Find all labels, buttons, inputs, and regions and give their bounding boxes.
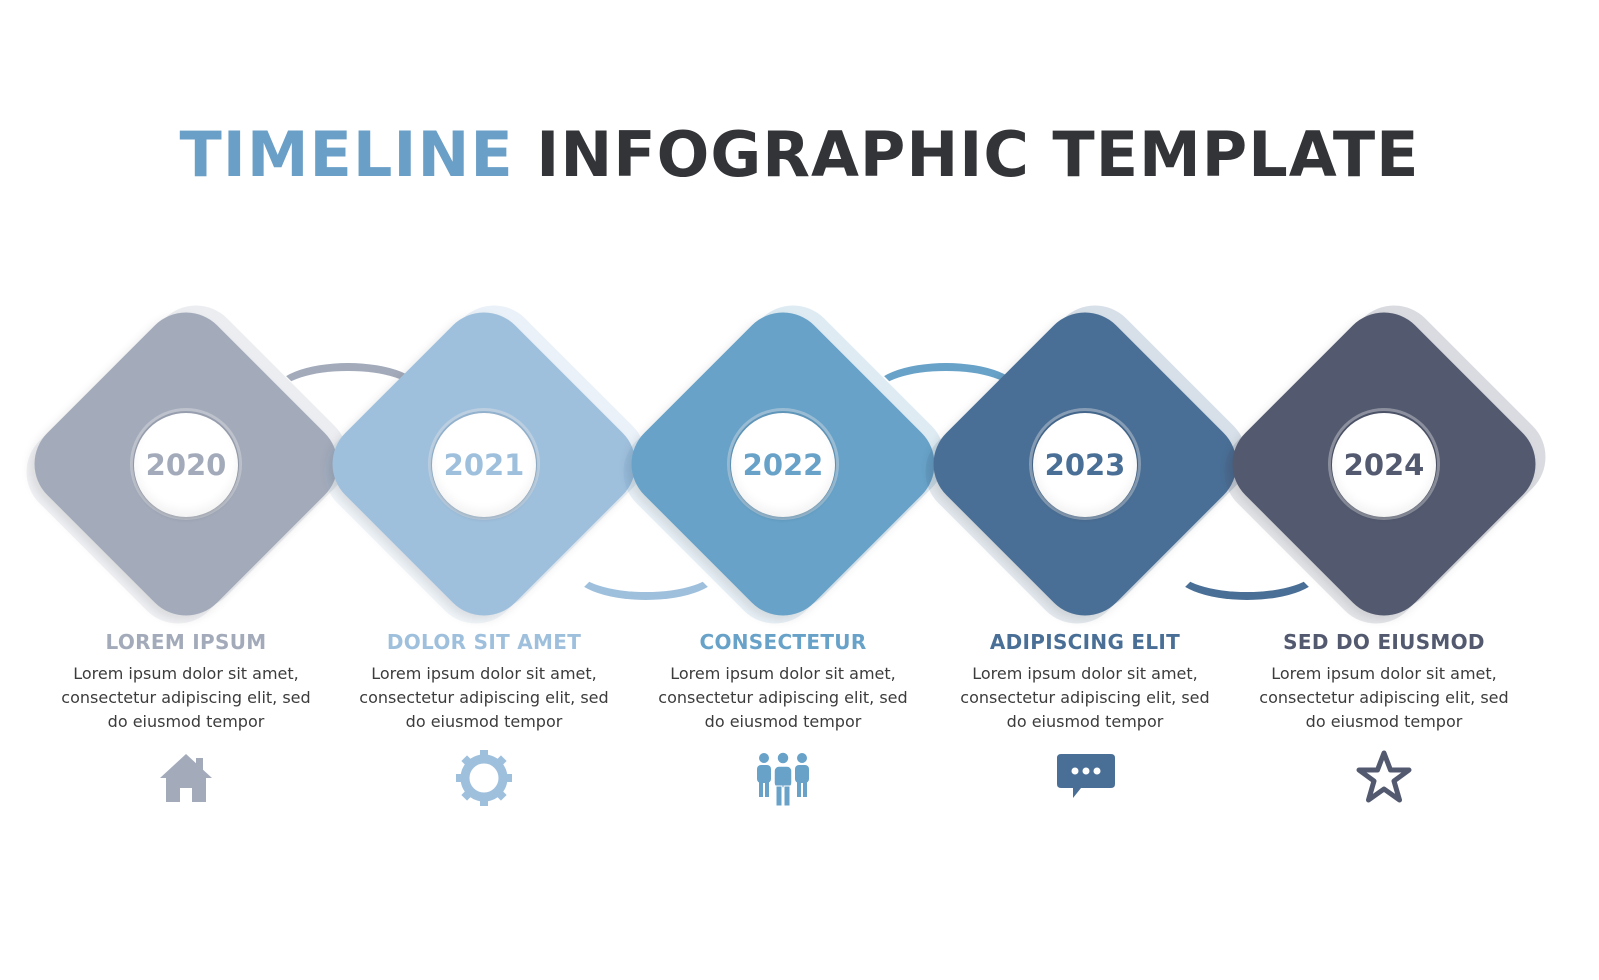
step-heading: ADIPISCING ELIT [989,630,1181,654]
timeline-step-2021: 2021 DOLOR SIT AMET Lorem ipsum dolor si… [306,287,664,860]
year-label: 2022 [731,413,835,517]
description-line: consectetur adipiscing elit, sed [359,688,609,707]
description-line: Lorem ipsum dolor sit amet, [371,664,597,683]
description-line: Lorem ipsum dolor sit amet, [1271,664,1497,683]
description-line: consectetur adipiscing elit, sed [61,688,311,707]
year-label: 2024 [1332,413,1436,517]
timeline-step-2023: 2023 ADIPISCING ELIT Lorem ipsum dolor s… [907,287,1265,860]
description-line: Lorem ipsum dolor sit amet, [972,664,1198,683]
step-heading: CONSECTETUR [699,630,867,654]
connector-arc-1 [273,363,423,423]
step-description: Lorem ipsum dolor sit amet, consectetur … [46,662,326,734]
year-label: 2020 [134,413,238,517]
timeline-step-2022: 2022 CONSECTETUR Lorem ipsum dolor sit a… [605,287,963,860]
gear-icon [456,750,512,806]
title-main: INFOGRAPHIC TEMPLATE [536,118,1420,191]
description-line: Lorem ipsum dolor sit amet, [670,664,896,683]
description-line: consectetur adipiscing elit, sed [658,688,908,707]
step-description: Lorem ipsum dolor sit amet, consectetur … [344,662,624,734]
page-title: TIMELINE INFOGRAPHIC TEMPLATE [0,118,1599,191]
star-icon [1356,750,1412,803]
description-line: do eiusmod tempor [1006,712,1164,731]
title-highlight: TIMELINE [179,118,514,191]
description-line: do eiusmod tempor [107,712,265,731]
step-heading: SED DO EIUSMOD [1283,630,1485,654]
connector-arc-2 [571,540,721,600]
connector-arc-3 [871,363,1021,423]
description-line: do eiusmod tempor [1305,712,1463,731]
home-icon [160,754,212,802]
description-line: do eiusmod tempor [704,712,862,731]
year-label: 2023 [1033,413,1137,517]
description-line: Lorem ipsum dolor sit amet, [73,664,299,683]
timeline-step-2020: 2020 LOREM IPSUM Lorem ipsum dolor sit a… [8,287,366,860]
description-line: consectetur adipiscing elit, sed [960,688,1210,707]
step-description: Lorem ipsum dolor sit amet, consectetur … [643,662,923,734]
step-description: Lorem ipsum dolor sit amet, consectetur … [945,662,1225,734]
year-label: 2021 [432,413,536,517]
chat-bubble-icon [1057,754,1115,798]
timeline-step-2024: 2024 SED DO EIUSMOD Lorem ipsum dolor si… [1206,287,1564,860]
description-line: do eiusmod tempor [405,712,563,731]
step-heading: LOREM IPSUM [105,630,267,654]
step-description: Lorem ipsum dolor sit amet, consectetur … [1244,662,1524,734]
team-icon [757,751,809,807]
step-heading: DOLOR SIT AMET [386,630,582,654]
description-line: consectetur adipiscing elit, sed [1259,688,1509,707]
connector-arc-4 [1172,540,1322,600]
